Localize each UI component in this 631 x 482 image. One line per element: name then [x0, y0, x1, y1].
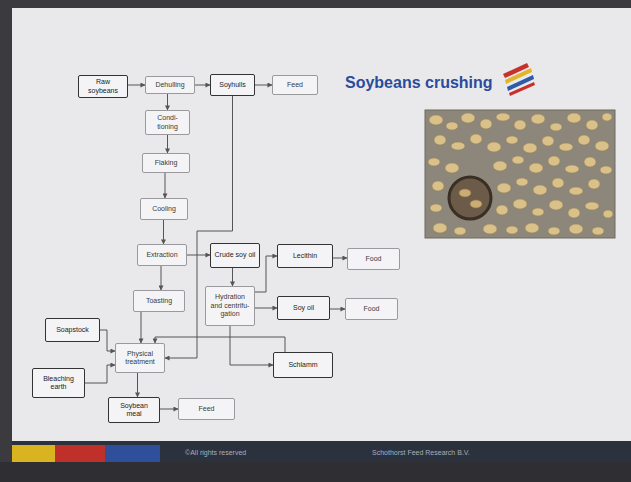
- slide-title: Soybeans crushing: [345, 74, 493, 92]
- footer-text: ©All rights reserved: [185, 449, 246, 456]
- box-label: Crude soy oil: [215, 251, 256, 260]
- product-box: Bleaching earth: [32, 368, 85, 398]
- box-label: Feed: [287, 81, 303, 90]
- box-label: Flaking: [155, 159, 178, 168]
- process-box: Feed: [178, 398, 235, 420]
- flow-arrow: [167, 94, 168, 110]
- flow-arrow: [330, 309, 345, 310]
- box-label: Extraction: [146, 251, 177, 260]
- product-box: Schlamm: [273, 352, 333, 378]
- process-box: Condi- tioning: [145, 110, 190, 135]
- box-label: Condi- tioning: [149, 114, 186, 131]
- process-box: Hydration and centrifu- gation: [205, 286, 255, 326]
- process-box: Cooling: [140, 198, 188, 220]
- footer-band: [0, 441, 631, 482]
- box-label: Lecithin: [293, 252, 317, 261]
- process-box: Physical treatment: [115, 343, 165, 373]
- process-box: Food: [347, 248, 400, 270]
- flow-arrow: [255, 308, 277, 309]
- box-label: Bleaching earth: [36, 375, 81, 392]
- box-label: Cooling: [152, 205, 176, 214]
- flow-arrow: [163, 220, 164, 244]
- product-box: Soyhulls: [210, 74, 255, 96]
- flow-arrow: [137, 373, 138, 397]
- product-box: Soybean meal: [108, 397, 160, 423]
- flow-arrow: [128, 85, 145, 86]
- flow-arrow: [195, 85, 210, 86]
- flow-arrow: [160, 409, 178, 410]
- product-box: Raw soybeans: [78, 75, 128, 98]
- footer-text: Schothorst Feed Research B.V.: [372, 449, 470, 456]
- product-box: Soapstock: [45, 318, 100, 342]
- box-label: Soy oil: [293, 304, 314, 313]
- box-label: Hydration and centrifu- gation: [209, 293, 251, 319]
- box-label: Toasting: [146, 297, 172, 306]
- soybeans-photo: [425, 110, 615, 238]
- box-label: Physical treatment: [119, 350, 161, 367]
- product-box: Lecithin: [277, 244, 333, 268]
- flow-arrow: [167, 135, 168, 153]
- flow-arrow: [161, 266, 162, 290]
- box-label: Dehulling: [155, 81, 184, 90]
- box-label: Feed: [199, 405, 215, 414]
- process-box: Toasting: [133, 290, 185, 312]
- flow-arrow: [255, 85, 272, 86]
- flow-arrow: [141, 312, 142, 343]
- flow-arrow: [232, 268, 233, 286]
- process-box: Flaking: [142, 153, 190, 173]
- product-box: Crude soy oil: [210, 243, 260, 268]
- product-box: Soy oil: [277, 296, 330, 320]
- box-label: Soyhulls: [219, 81, 245, 90]
- process-box: Extraction: [137, 244, 187, 266]
- box-label: Food: [366, 255, 382, 264]
- box-label: Raw soybeans: [82, 78, 124, 95]
- flow-arrow: [100, 330, 115, 351]
- flow-arrow: [155, 337, 285, 352]
- flow-arrow: [187, 255, 210, 256]
- slide: [12, 8, 631, 462]
- flow-arrow: [230, 326, 273, 365]
- process-box: Dehulling: [145, 76, 195, 94]
- logo: [503, 63, 535, 96]
- process-box: Feed: [272, 75, 318, 95]
- box-label: Schlamm: [288, 361, 317, 370]
- flow-arrow: [333, 258, 347, 259]
- box-label: Food: [364, 305, 380, 314]
- flow-arrow: [165, 173, 166, 198]
- process-box: Food: [345, 298, 398, 320]
- flow-arrow: [85, 365, 115, 383]
- box-label: Soybean meal: [112, 402, 156, 419]
- box-label: Soapstock: [56, 326, 89, 335]
